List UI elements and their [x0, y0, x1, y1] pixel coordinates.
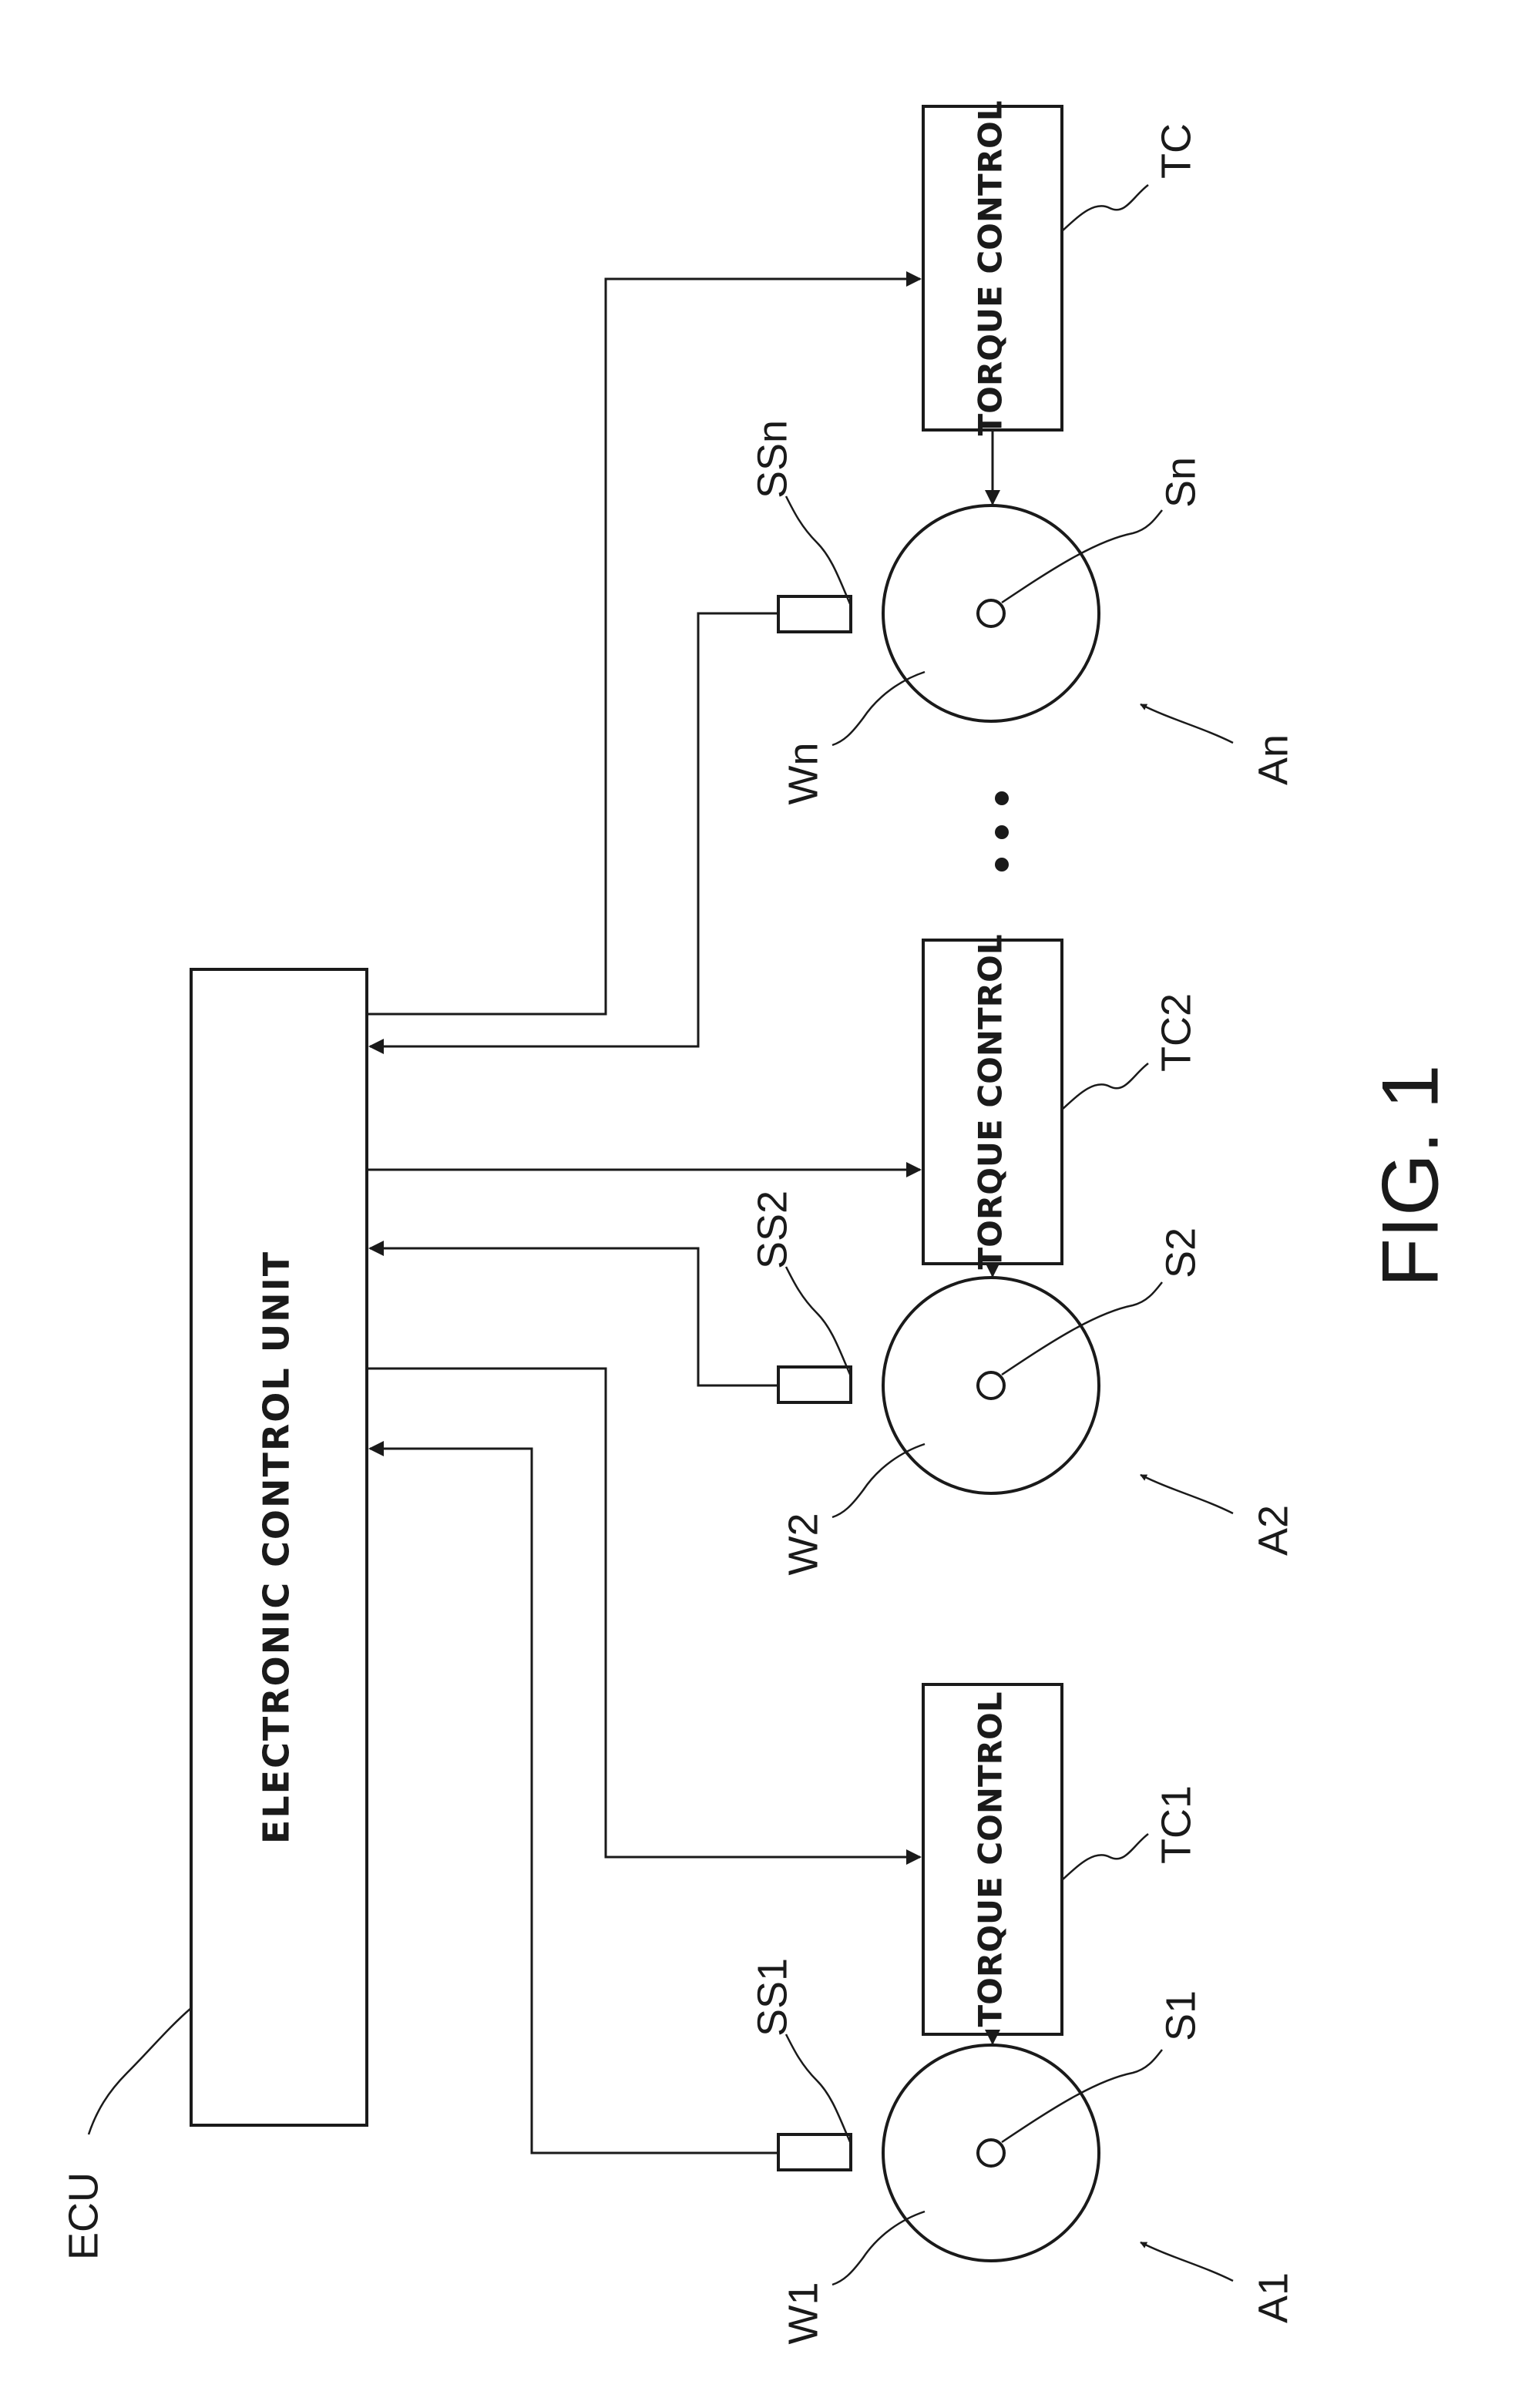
s2-ref: S2: [1157, 1228, 1204, 1278]
shaft-n-hub: [978, 600, 1004, 626]
torque-control-1: TORQUE CONTROL: [923, 1684, 1062, 2034]
a2-ref: A2: [1250, 1505, 1296, 1556]
torque-control-2: TORQUE CONTROL: [923, 935, 1062, 1270]
a1-ref: A1: [1250, 2272, 1296, 2323]
sn-ref: Sn: [1157, 457, 1204, 508]
torque-control-n: TORQUE CONTROL: [923, 101, 1062, 436]
wn-ref: Wn: [780, 743, 826, 805]
an-ref: An: [1250, 734, 1296, 785]
wheel-2: [883, 1278, 1099, 1493]
w1-ref: W1: [780, 2282, 826, 2345]
shaft-2-hub: [978, 1372, 1004, 1399]
sensor-n-signal: [370, 613, 778, 1046]
tcn-command: [367, 279, 920, 1014]
ssn-ref: SSn: [749, 420, 795, 499]
ss2-leader: [786, 1267, 851, 1376]
w2-ref: W2: [780, 1513, 826, 1576]
figure-label: FIG. 1: [1366, 1065, 1455, 1288]
a2-leader: [1141, 1475, 1233, 1513]
tc2-ref: TC2: [1153, 993, 1199, 1072]
torque-control-n-title: TORQUE CONTROL: [972, 101, 1010, 436]
tcn-ref: TC: [1153, 123, 1199, 179]
ecu-leader: [89, 2008, 191, 2134]
sensor-2-signal: [370, 1248, 778, 1385]
ss1-ref: SS1: [749, 1958, 795, 2037]
ecu-block: ELECTRONIC CONTROL UNIT: [191, 969, 367, 2125]
speed-sensor-1: [778, 2134, 851, 2170]
tcn-leader: [1062, 185, 1148, 231]
ecu-title: ELECTRONIC CONTROL UNIT: [256, 1251, 297, 1844]
torque-control-2-title: TORQUE CONTROL: [972, 935, 1010, 1270]
ss1-leader: [786, 2034, 851, 2144]
speed-sensor-2: [778, 1367, 851, 1402]
sensor-1-signal: [370, 1449, 778, 2153]
torque-control-1-title: TORQUE CONTROL: [972, 1692, 1010, 2027]
ss2-ref: SS2: [749, 1191, 795, 1269]
wheel-n: [883, 505, 1099, 721]
ellipsis-dots: [995, 791, 1009, 872]
ssn-leader: [786, 496, 851, 606]
wheel-1: [883, 2045, 1099, 2261]
tc1-ref: TC1: [1153, 1785, 1199, 1864]
ecu-ref: ECU: [60, 2172, 106, 2260]
s1-ref: S1: [1157, 1990, 1204, 2041]
tc1-command: [367, 1369, 920, 1857]
tc1-leader: [1062, 1834, 1148, 1880]
shaft-1-hub: [978, 2140, 1004, 2166]
an-leader: [1141, 704, 1233, 743]
speed-sensor-n: [778, 596, 851, 632]
a1-leader: [1141, 2242, 1233, 2281]
tc2-leader: [1062, 1063, 1148, 1110]
